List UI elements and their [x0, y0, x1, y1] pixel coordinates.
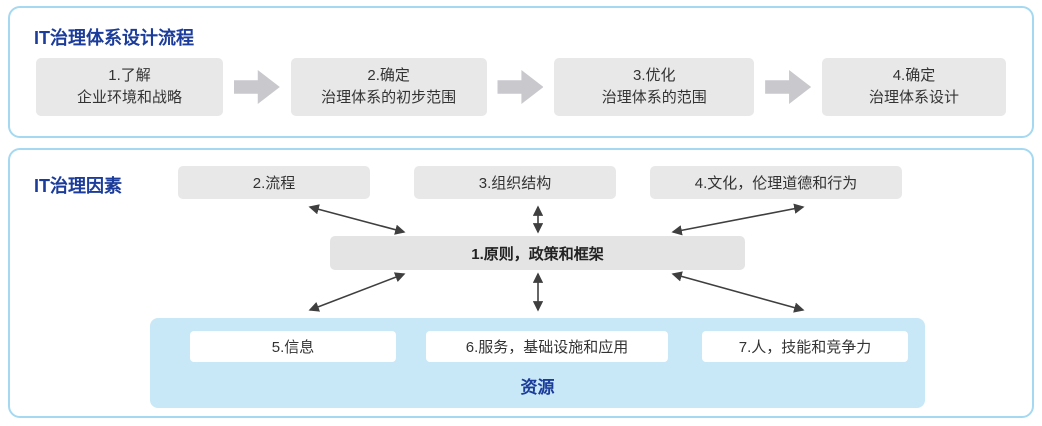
factors-panel-title: IT治理因素 [34, 176, 122, 196]
resource-information: 5.信息 [190, 331, 396, 362]
resources-label: 资源 [520, 378, 555, 397]
process-step-3: 3.优化 治理体系的范围 [554, 58, 755, 116]
process-step-1-line1: 1.了解 [108, 66, 151, 84]
factor-culture-ethics: 4.文化，伦理道德和行为 [650, 166, 902, 199]
process-step-1: 1.了解 企业环境和战略 [36, 58, 223, 116]
process-step-1-line2: 企业环境和战略 [76, 89, 182, 106]
flow-arrow-icon [765, 70, 812, 104]
factor-process: 2.流程 [178, 166, 370, 199]
arrow-center-to-culture [671, 203, 805, 236]
process-step-4-line2: 治理体系设计 [868, 89, 959, 106]
arrow-center-to-information [308, 272, 406, 312]
flow-arrow-icon [497, 70, 544, 104]
process-steps-row: 1.了解 企业环境和战略 2.确定 治理体系的初步范围 3.优化 治理体系的范围… [36, 58, 1006, 116]
arrow-center-to-people [671, 271, 805, 313]
process-panel-title: IT治理体系设计流程 [34, 28, 194, 48]
factor-principles-policies-frameworks: 1.原则，政策和框架 [330, 236, 745, 270]
flow-arrow-icon [233, 70, 280, 104]
process-step-4: 4.确定 治理体系设计 [821, 58, 1006, 116]
process-step-2-line1: 2.确定 [367, 66, 410, 84]
process-step-3-line1: 3.优化 [633, 66, 676, 84]
process-step-4-line1: 4.确定 [892, 66, 936, 84]
process-step-2-line2: 治理体系的初步范围 [321, 89, 457, 106]
process-step-3-line2: 治理体系的范围 [601, 89, 707, 106]
process-panel: IT治理体系设计流程 1.了解 企业环境和战略 2.确定 治理体系的初步范围 3… [8, 6, 1034, 138]
resource-people-skills: 7.人，技能和竞争力 [702, 331, 908, 362]
resources-area: 5.信息 6.服务，基础设施和应用 7.人，技能和竞争力 资源 [150, 318, 925, 408]
factors-panel: IT治理因素 2.流程 3.组织结构 4.文化，伦理道德和行为 1.原则，政策和… [8, 148, 1034, 418]
process-step-2: 2.确定 治理体系的初步范围 [290, 58, 487, 116]
resource-services-infrastructure: 6.服务，基础设施和应用 [426, 331, 668, 362]
factor-org-structure: 3.组织结构 [414, 166, 616, 199]
arrow-center-to-process [308, 204, 406, 235]
